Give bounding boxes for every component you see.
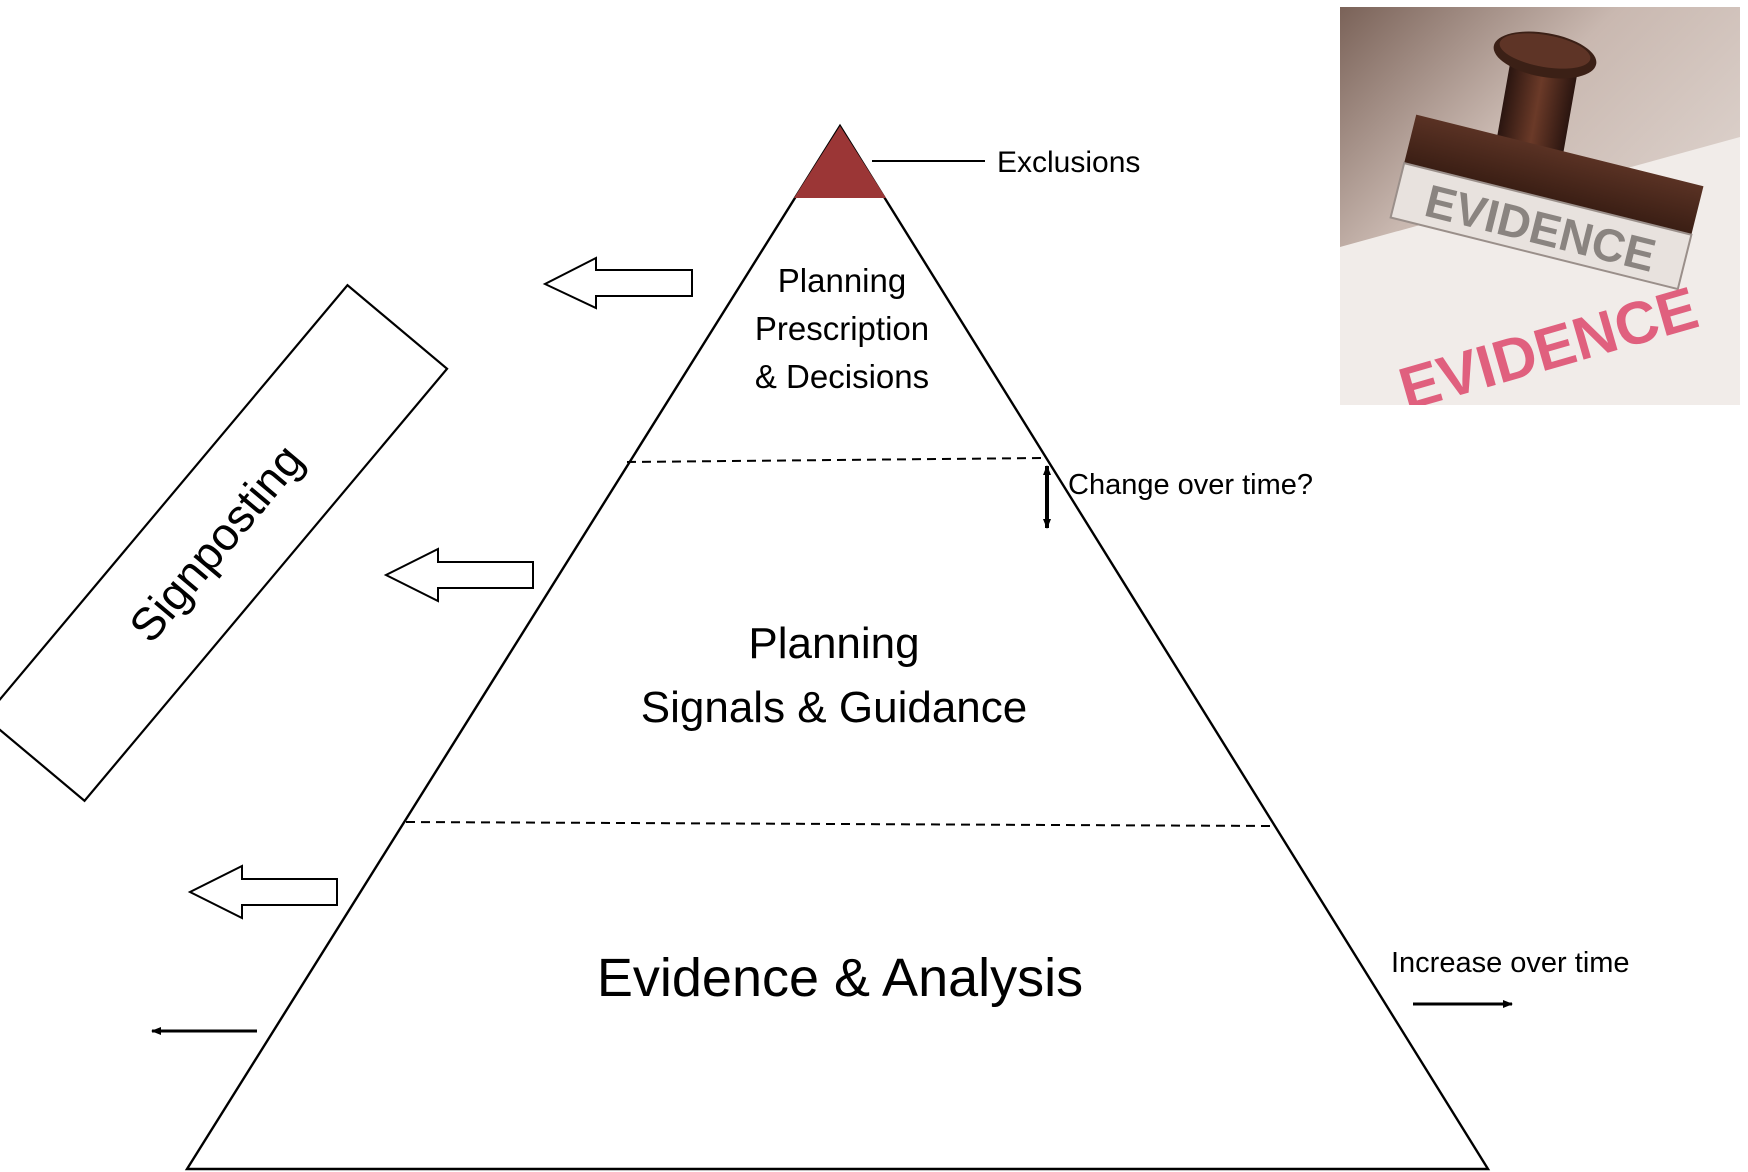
middle-tier-line-1: Planning <box>748 619 919 668</box>
bottom-tier-label: Evidence & Analysis <box>597 948 1083 1008</box>
tier-divider-upper <box>626 457 1046 463</box>
middle-tier-line-2: Signals & Guidance <box>641 683 1027 732</box>
top-tier-line-3: & Decisions <box>755 358 929 395</box>
tier-divider-lower <box>405 821 1273 827</box>
top-tier-line-2: Prescription <box>755 310 929 347</box>
top-tier-line-1: Planning <box>778 262 906 299</box>
exclusions-apex <box>794 126 886 198</box>
exclusions-label: Exclusions <box>997 146 1140 179</box>
signposting-box: Signposting <box>0 283 449 803</box>
hollow-arrow-middle <box>383 547 534 603</box>
hollow-arrow-bottom <box>187 864 338 920</box>
stamp-block: EVIDENCE <box>1389 114 1704 291</box>
change-over-time-label: Change over time? <box>1068 469 1313 501</box>
pyramid-outline <box>184 123 1491 1171</box>
hollow-arrow-top <box>542 256 693 310</box>
increase-over-time-label: Increase over time <box>1391 947 1630 979</box>
evidence-stamp-photo: EVIDENCE EVIDENCE <box>1340 7 1740 405</box>
